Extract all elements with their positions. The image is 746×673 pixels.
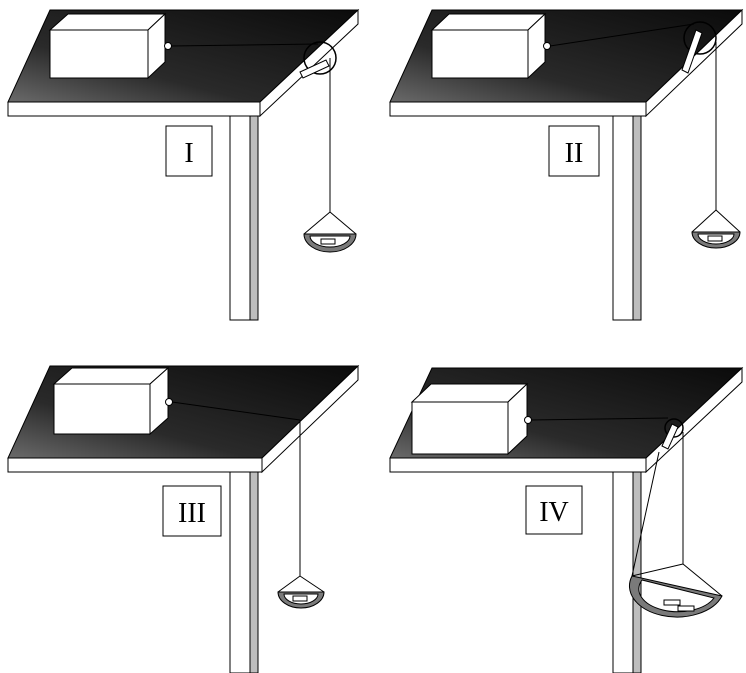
table-edge — [389, 101, 647, 117]
weight-disc — [663, 599, 681, 606]
pan-hanger-right — [715, 209, 741, 233]
block-side — [527, 12, 546, 80]
pan-hanger-right — [299, 575, 325, 593]
panel-iii: III — [7, 364, 360, 673]
pulley-clamp — [661, 423, 679, 450]
pulley-clamp — [299, 59, 330, 79]
pan-hanger-left — [303, 211, 331, 235]
label-box — [525, 485, 583, 535]
pulley — [683, 21, 717, 55]
block-front — [53, 383, 151, 435]
hook — [164, 42, 172, 50]
table-edge — [389, 457, 647, 473]
weight-pan — [277, 591, 325, 609]
table-leg-shade — [249, 471, 259, 673]
pan-hanger-left-front — [631, 451, 660, 577]
block-top — [410, 383, 529, 403]
table-side-edge — [645, 366, 743, 474]
label-box — [162, 485, 222, 537]
panel-label: IV — [539, 497, 569, 528]
panel-iv: IV — [389, 366, 744, 673]
panel-label: III — [178, 498, 206, 529]
weight-disc — [677, 605, 695, 612]
block-front — [49, 29, 149, 79]
string — [171, 401, 301, 421]
label-box — [548, 125, 600, 177]
panel-label: II — [565, 138, 584, 169]
hook — [165, 398, 173, 406]
weight-pan — [691, 231, 741, 249]
hook — [543, 42, 551, 50]
panel-label: I — [184, 138, 193, 169]
block-side — [147, 12, 166, 80]
string — [170, 43, 319, 47]
block-side — [149, 366, 169, 436]
pan-hanger-left — [691, 209, 717, 233]
panel-i: I — [7, 8, 360, 321]
pan-hanger-right — [329, 211, 357, 235]
table-leg-shade — [632, 115, 642, 321]
block-front — [411, 401, 509, 455]
pan-hanger-left — [277, 575, 301, 593]
string — [530, 417, 669, 421]
weight-disc — [707, 235, 723, 242]
block-side — [507, 382, 528, 456]
table-leg-shade — [632, 471, 642, 673]
pulley-clamp — [681, 29, 703, 74]
pan-hanger-right — [682, 563, 723, 597]
block-top — [52, 367, 170, 385]
pan-hanger-left — [631, 563, 684, 577]
hook — [524, 416, 532, 424]
table-leg-shade — [249, 115, 259, 321]
string — [549, 23, 695, 47]
weight-disc — [292, 595, 308, 602]
block-top — [48, 13, 167, 31]
weight-pan — [303, 233, 357, 253]
table-edge — [7, 101, 261, 117]
table-side-edge — [645, 8, 743, 118]
block-front — [431, 29, 529, 79]
table-side-edge — [261, 364, 359, 474]
table-side-edge — [259, 8, 359, 118]
pulley — [303, 41, 337, 75]
table-edge — [7, 457, 263, 473]
block-top — [430, 13, 547, 31]
label-box — [165, 125, 213, 177]
weight-disc — [320, 238, 336, 245]
panel-ii: II — [389, 8, 744, 321]
weight-pan — [628, 575, 723, 618]
